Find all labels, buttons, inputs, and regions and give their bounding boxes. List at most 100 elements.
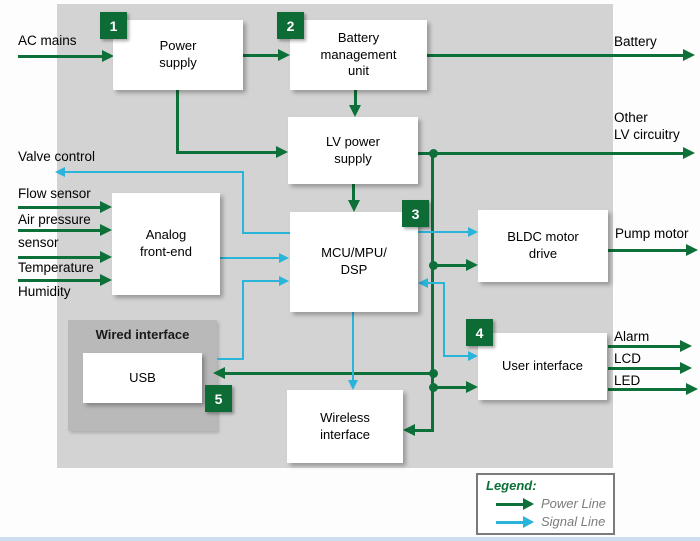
badge-1: 1 <box>100 12 127 39</box>
block-label: Battery management unit <box>320 29 397 79</box>
signal-arrowhead <box>279 276 289 286</box>
power-line-ac-mains <box>18 55 102 58</box>
label-battery: Battery <box>614 34 657 49</box>
block-label: LV power supply <box>326 133 380 166</box>
signal-line-valve-v <box>242 171 244 233</box>
power-arrowhead <box>349 105 361 117</box>
wired-interface-title: Wired interface <box>95 327 190 342</box>
power-arrowhead <box>276 146 288 158</box>
legend-box: Legend: Power Line Signal Line <box>476 473 615 535</box>
signal-arrowhead <box>468 351 478 361</box>
power-line-pump-motor <box>608 249 686 252</box>
label-other-lv-circuitry: Other LV circuitry <box>614 110 680 142</box>
power-line-ps-to-bmu <box>243 54 278 57</box>
legend-row-signal: Signal Line <box>496 514 605 529</box>
signal-line-legend-icon <box>496 515 534 528</box>
block-label: BLDC motor drive <box>507 229 579 261</box>
signal-line-mcu-ui-h1 <box>428 282 445 284</box>
signal-line-usb-v <box>242 280 244 360</box>
power-arrowhead <box>213 367 225 379</box>
badge-4: 4 <box>466 319 493 346</box>
label-air-pressure-sensor: Air pressure sensor <box>18 212 91 250</box>
block-wireless-interface: Wireless interface <box>287 390 403 463</box>
power-arrowhead <box>348 200 360 212</box>
bottom-strip <box>0 537 700 541</box>
signal-arrowhead <box>279 253 289 263</box>
power-line-lv-to-other <box>418 152 683 155</box>
signal-line-usb-h1 <box>217 358 244 360</box>
power-line-to-usb <box>225 372 434 375</box>
signal-line-mcu-ui-h2 <box>443 355 468 357</box>
badge-2: 2 <box>277 12 304 39</box>
block-lv-power-supply: LV power supply <box>288 117 418 184</box>
label-flow-sensor: Flow sensor <box>18 186 91 201</box>
junction-dot <box>429 383 438 392</box>
power-line-to-wireless <box>415 429 434 432</box>
power-line-to-bldc <box>431 264 466 267</box>
signal-line-mcu-to-wireless <box>352 312 354 380</box>
power-arrowhead <box>102 50 114 62</box>
power-line-legend-icon <box>496 497 534 510</box>
badge-3: 3 <box>402 200 429 227</box>
power-line-bmu-to-lv <box>354 90 357 105</box>
block-analog-front-end: Analog front-end <box>112 193 220 295</box>
power-arrowhead <box>686 383 698 395</box>
power-arrowhead <box>100 201 112 213</box>
block-power-supply: Power supply <box>113 20 243 90</box>
power-arrowhead <box>683 49 695 61</box>
power-arrowhead <box>466 259 478 271</box>
signal-arrowhead <box>348 380 358 390</box>
power-arrowhead <box>278 49 290 61</box>
label-ac-mains: AC mains <box>18 33 77 48</box>
legend-title: Legend: <box>486 478 537 493</box>
power-line-humidity <box>18 279 100 282</box>
power-line-ps-to-lv-h <box>176 151 276 154</box>
signal-line-valve-h1 <box>65 171 244 173</box>
badge-5: 5 <box>205 385 232 412</box>
legend-signal-label: Signal Line <box>541 514 606 529</box>
signal-line-afe-to-mcu <box>220 257 279 259</box>
power-line-to-user-interface <box>431 386 466 389</box>
signal-line-usb-h2 <box>242 280 279 282</box>
power-arrowhead <box>403 424 415 436</box>
power-line-bmu-to-battery <box>427 54 683 57</box>
power-arrowhead <box>466 381 478 393</box>
signal-line-valve-h2 <box>242 232 290 234</box>
power-line-flow-sensor <box>18 206 100 209</box>
power-arrowhead <box>100 274 112 286</box>
power-arrowhead <box>683 147 695 159</box>
block-label: Wireless interface <box>320 409 370 442</box>
block-usb: USB <box>83 353 202 403</box>
power-line-lcd <box>608 367 680 370</box>
signal-arrowhead <box>468 227 478 237</box>
legend-power-label: Power Line <box>541 496 607 511</box>
power-line-air-pressure <box>18 229 100 232</box>
block-mcu-mpu-dsp: MCU/MPU/ DSP <box>290 212 418 312</box>
label-humidity: Humidity <box>18 284 71 299</box>
signal-arrowhead <box>55 167 65 177</box>
power-arrowhead <box>680 340 692 352</box>
junction-dot <box>429 261 438 270</box>
power-line-led <box>608 388 686 391</box>
block-label: USB <box>129 369 156 385</box>
power-arrowhead <box>100 224 112 236</box>
label-pump-motor: Pump motor <box>615 226 689 241</box>
block-label: User interface <box>502 358 583 374</box>
power-line-alarm <box>608 345 680 348</box>
block-label: Analog front-end <box>139 227 193 259</box>
block-bldc-motor-drive: BLDC motor drive <box>478 210 608 282</box>
label-lcd: LCD <box>614 351 642 366</box>
power-line-main-vertical <box>431 152 434 432</box>
power-line-ps-to-lv-v <box>176 89 179 152</box>
junction-dot <box>429 369 438 378</box>
legend-row-power: Power Line <box>496 496 607 511</box>
signal-line-mcu-ui-v <box>443 282 445 357</box>
label-temperature: Temperature <box>18 260 94 275</box>
label-valve-control: Valve control <box>18 149 96 164</box>
label-alarm: Alarm <box>614 329 650 344</box>
signal-arrowhead <box>418 278 428 288</box>
signal-line-mcu-to-bldc <box>418 231 468 233</box>
block-label: Power supply <box>159 38 197 70</box>
block-user-interface: User interface <box>478 333 607 400</box>
